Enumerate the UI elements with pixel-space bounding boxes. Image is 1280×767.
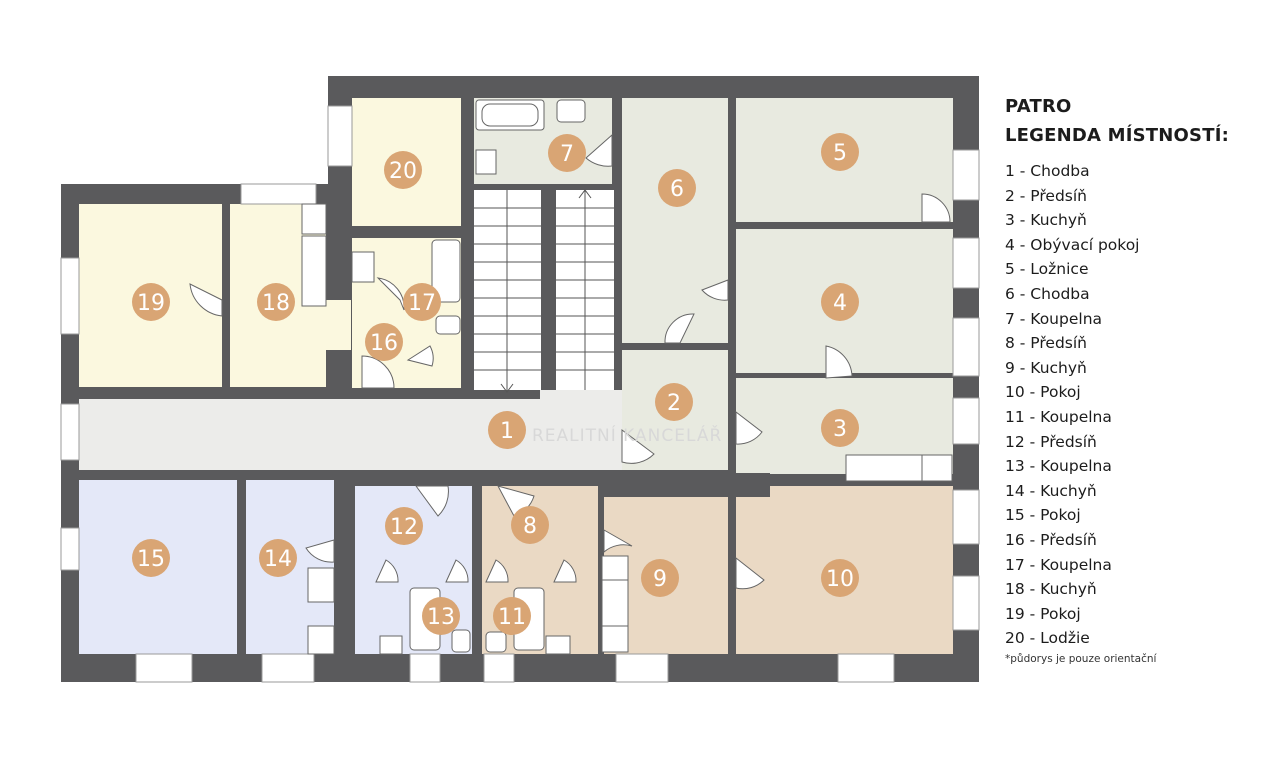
legend-item: 18 - Kuchyň bbox=[1005, 580, 1097, 599]
room-number-10: 10 bbox=[826, 567, 854, 592]
legend: PATRO LEGENDA MÍSTNOSTÍ: 1 - Chodba 2 - … bbox=[1005, 92, 1275, 665]
room-marker-15 bbox=[132, 539, 170, 577]
watermark-text: REALITNÍ KANCELÁŘ bbox=[532, 424, 722, 446]
legend-item: 9 - Kuchyň bbox=[1005, 358, 1087, 377]
room-marker-6 bbox=[658, 169, 696, 207]
room-number-7: 7 bbox=[560, 142, 574, 167]
legend-note: *půdorys je pouze orientační bbox=[1005, 652, 1157, 665]
room-marker-19 bbox=[132, 283, 170, 321]
room-number-18: 18 bbox=[262, 291, 290, 316]
legend-item: 2 - Předsíň bbox=[1005, 186, 1087, 205]
room-number-16: 16 bbox=[370, 331, 398, 356]
room-number-6: 6 bbox=[670, 177, 684, 202]
legend-item: 6 - Chodba bbox=[1005, 284, 1090, 303]
room-marker-1 bbox=[488, 411, 526, 449]
room-marker-7 bbox=[548, 134, 586, 172]
room-6-floor bbox=[622, 98, 728, 343]
legend-item: 19 - Pokoj bbox=[1005, 604, 1081, 623]
legend-item: 4 - Obývací pokoj bbox=[1005, 235, 1140, 254]
legend-item: 15 - Pokoj bbox=[1005, 506, 1081, 525]
door-swings bbox=[189, 133, 951, 590]
legend-item: 3 - Kuchyň bbox=[1005, 211, 1087, 230]
legend-item: 14 - Kuchyň bbox=[1005, 481, 1097, 500]
room-1-floor-b bbox=[540, 390, 622, 402]
room-number-11: 11 bbox=[498, 605, 526, 630]
room-number-5: 5 bbox=[833, 141, 847, 166]
room-1-floor bbox=[79, 399, 622, 470]
room-marker-14 bbox=[259, 539, 297, 577]
legend-item: 13 - Koupelna bbox=[1005, 457, 1112, 476]
room-number-20: 20 bbox=[389, 159, 417, 184]
interior-walls bbox=[237, 98, 770, 654]
room-number-3: 3 bbox=[833, 417, 847, 442]
room-marker-13 bbox=[422, 597, 460, 635]
room-marker-8 bbox=[511, 506, 549, 544]
legend-item: 20 - Lodžie bbox=[1005, 629, 1090, 648]
room-18-floor-b bbox=[326, 300, 351, 350]
room-marker-17 bbox=[403, 283, 441, 321]
room-marker-9 bbox=[641, 559, 679, 597]
room-marker-3 bbox=[821, 409, 859, 447]
legend-item: 1 - Chodba bbox=[1005, 162, 1090, 180]
legend-item: 17 - Koupelna bbox=[1005, 555, 1112, 574]
legend-item: 5 - Ložnice bbox=[1005, 260, 1089, 279]
legend-item: 12 - Předsíň bbox=[1005, 432, 1097, 451]
room-marker-16 bbox=[365, 323, 403, 361]
room-number-14: 14 bbox=[264, 547, 292, 572]
room-marker-2 bbox=[655, 383, 693, 421]
room-number-9: 9 bbox=[653, 567, 667, 592]
room-number-12: 12 bbox=[390, 515, 418, 540]
windows bbox=[60, 105, 980, 683]
room-number-1: 1 bbox=[500, 419, 514, 444]
legend-item: 10 - Pokoj bbox=[1005, 383, 1081, 402]
stairs bbox=[474, 189, 614, 393]
room-number-8: 8 bbox=[523, 514, 537, 539]
legend-title-line2: LEGENDA MÍSTNOSTÍ: bbox=[1005, 125, 1229, 146]
room-marker-5 bbox=[821, 133, 859, 171]
room-marker-12 bbox=[385, 507, 423, 545]
legend-list: 1 - Chodba 2 - Předsíň 3 - Kuchyň 4 - Ob… bbox=[1005, 159, 1275, 651]
room-marker-4 bbox=[821, 283, 859, 321]
room-marker-18 bbox=[257, 283, 295, 321]
legend-item: 11 - Koupelna bbox=[1005, 407, 1112, 426]
room-number-15: 15 bbox=[137, 547, 165, 572]
fixtures bbox=[301, 99, 953, 655]
room-number-17: 17 bbox=[408, 291, 436, 316]
room-number-13: 13 bbox=[427, 605, 455, 630]
room-number-19: 19 bbox=[137, 291, 165, 316]
legend-title-line1: PATRO bbox=[1005, 96, 1072, 117]
legend-item: 16 - Předsíň bbox=[1005, 530, 1097, 549]
room-number-2: 2 bbox=[667, 391, 681, 416]
room-marker-11 bbox=[493, 597, 531, 635]
room-number-4: 4 bbox=[833, 291, 847, 316]
legend-item: 7 - Koupelna bbox=[1005, 309, 1103, 328]
legend-item: 8 - Předsíň bbox=[1005, 334, 1087, 353]
room-marker-20 bbox=[384, 151, 422, 189]
room-marker-10 bbox=[821, 559, 859, 597]
